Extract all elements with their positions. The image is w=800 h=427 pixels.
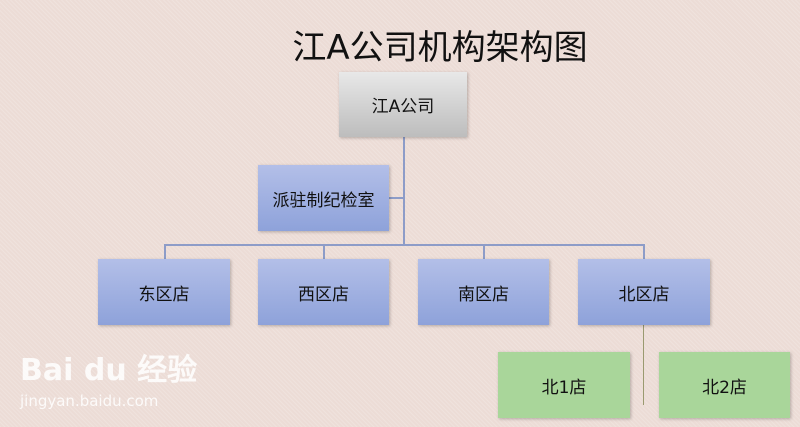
node-root[interactable]: 江A公司 — [339, 72, 467, 137]
connector — [643, 325, 644, 405]
node-branch[interactable]: 东区店 — [98, 259, 230, 325]
connector — [483, 244, 485, 259]
node-branch[interactable]: 北区店 — [578, 259, 710, 325]
node-assistant[interactable]: 派驻制纪检室 — [258, 165, 389, 231]
connector — [403, 137, 405, 246]
connector — [323, 244, 325, 259]
connector — [389, 197, 404, 199]
node-branch[interactable]: 西区店 — [258, 259, 389, 325]
watermark-logo: Bai du 经验 — [20, 353, 198, 388]
node-sub-branch[interactable]: 北1店 — [498, 352, 630, 418]
node-sub-branch[interactable]: 北2店 — [659, 352, 790, 418]
connector — [643, 244, 645, 259]
watermark-url: jingyan.baidu.com — [20, 392, 159, 410]
connector — [164, 244, 645, 246]
page-title: 江A公司机构架构图 — [292, 28, 588, 68]
connector — [164, 244, 166, 259]
node-branch[interactable]: 南区店 — [418, 259, 549, 325]
